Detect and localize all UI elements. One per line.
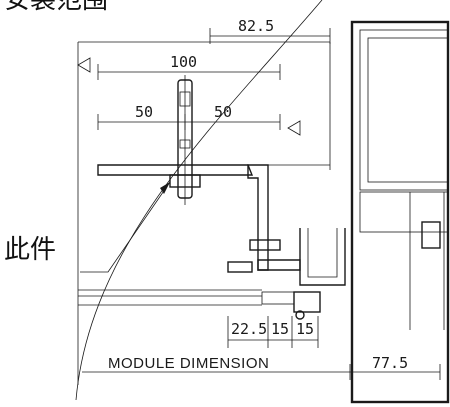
dim-chain-bottom: 22.5 15 15 bbox=[227, 316, 319, 348]
dim-15-b-text: 15 bbox=[296, 320, 314, 338]
dim-82-5: 82.5 bbox=[209, 17, 331, 44]
dim-50-left-text: 50 bbox=[135, 103, 153, 121]
dim-100-text: 100 bbox=[170, 53, 197, 71]
embedded-bracket bbox=[97, 164, 301, 271]
dim-50-50: 50 50 bbox=[97, 103, 281, 130]
side-bolts bbox=[227, 221, 441, 273]
mullion-frame bbox=[350, 20, 450, 404]
dim-100: 100 bbox=[97, 53, 281, 80]
header-cropped-text: 安装范围 bbox=[4, 0, 108, 15]
u-channel bbox=[299, 228, 346, 286]
dim-82-5-text: 82.5 bbox=[238, 17, 274, 35]
guide-arc bbox=[75, 0, 323, 401]
module-dimension-label: MODULE DIMENSION bbox=[108, 355, 269, 372]
dim-22-5-text: 22.5 bbox=[231, 320, 267, 338]
this-part-label: 此件 bbox=[4, 235, 56, 265]
dim-15-a-text: 15 bbox=[271, 320, 289, 338]
dim-77-5-text: 77.5 bbox=[372, 354, 408, 372]
dim-module: MODULE DIMENSION 77.5 bbox=[82, 354, 441, 380]
anchor-bolt bbox=[169, 75, 201, 205]
part-leader: 此件 bbox=[4, 181, 171, 273]
glazing-seals bbox=[78, 289, 321, 320]
